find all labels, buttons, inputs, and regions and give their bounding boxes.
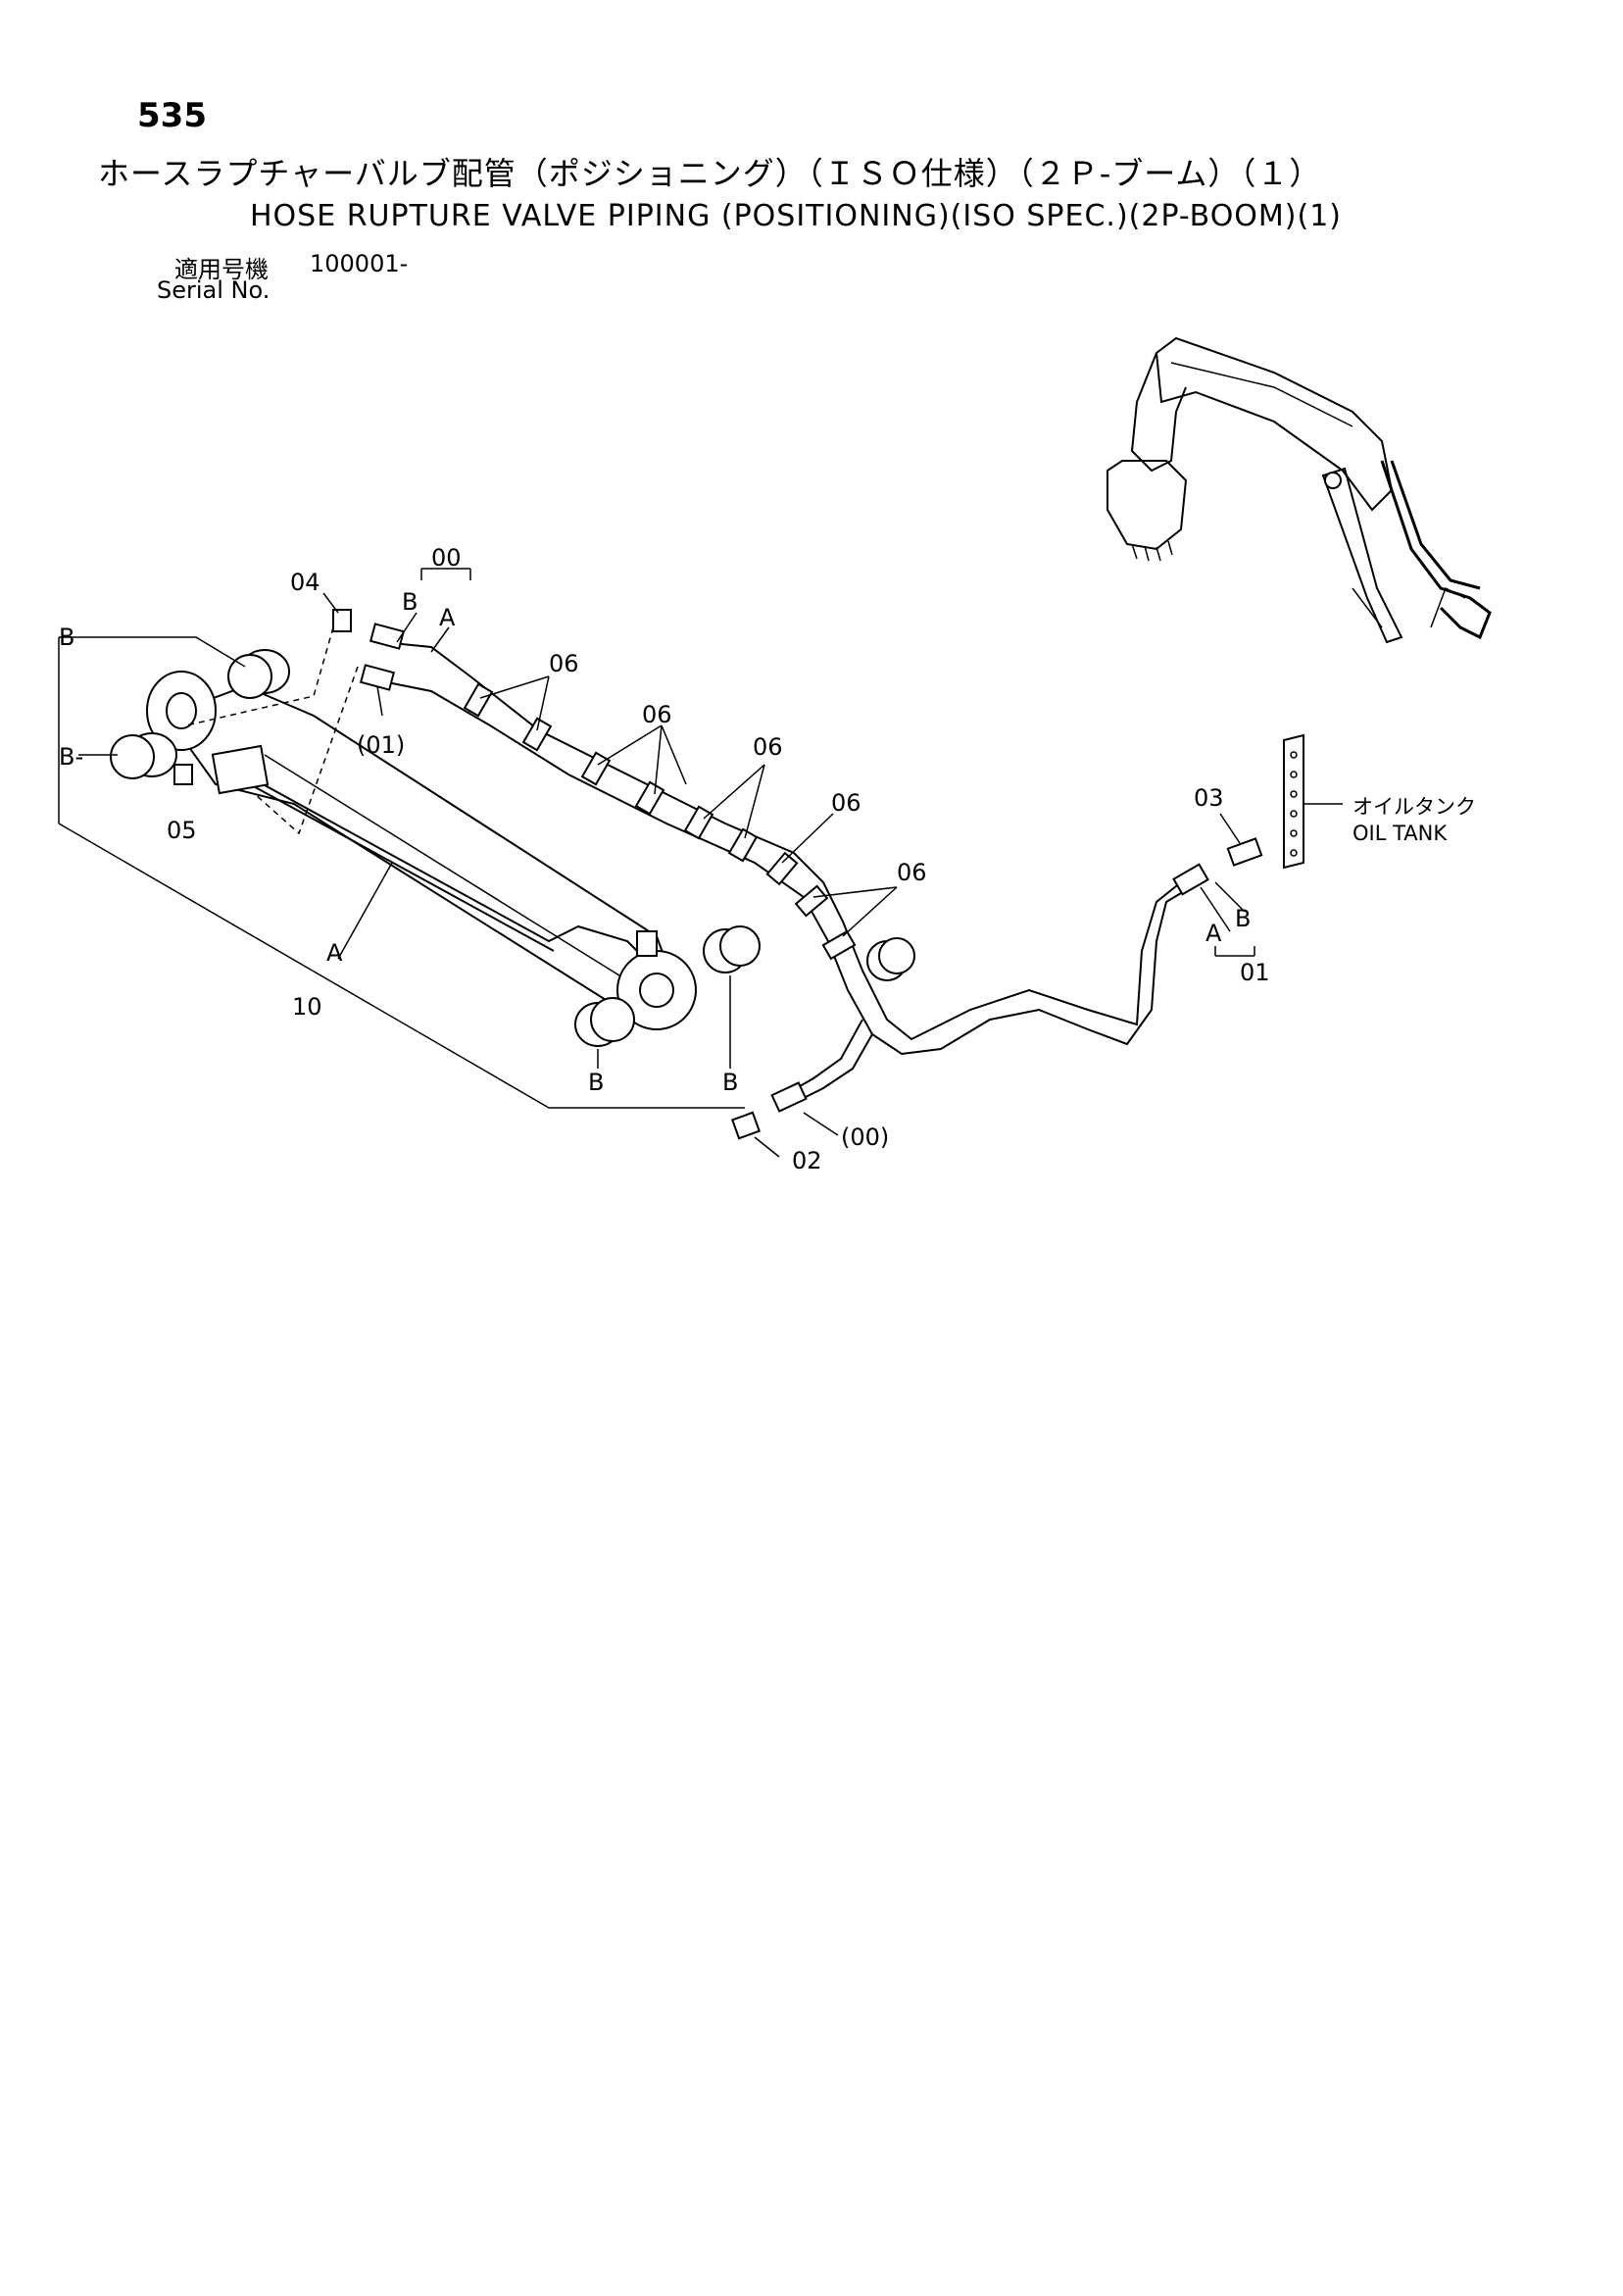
label-b-bottom-right: B (722, 1069, 738, 1096)
label-b-upper: B (402, 588, 418, 616)
fitting-05 (173, 764, 193, 785)
label-06-c: 06 (753, 733, 783, 761)
serial-label-japanese: 適用号機 (174, 256, 269, 283)
bushings (110, 649, 915, 1047)
title-english: HOSE RUPTURE VALVE PIPING (POSITIONING)(… (250, 199, 1343, 233)
excavator-overview-illustration (1107, 336, 1492, 644)
serial-label-english: Serial No. (157, 276, 270, 304)
page-number: 535 (137, 96, 207, 135)
boom-cylinder-assembly (146, 671, 697, 1030)
oil-tank-plate (1283, 733, 1343, 870)
label-oil-tank-en: OIL TANK (1352, 822, 1448, 845)
label-00: 00 (431, 544, 462, 572)
fitting-03 (1226, 837, 1263, 867)
label-b-left-mid: B- (59, 743, 83, 771)
label-01-paren: (01) (357, 731, 405, 759)
label-06-a: 06 (549, 650, 579, 677)
label-06-d: 06 (831, 789, 861, 817)
label-06-b: 06 (642, 701, 672, 728)
fitting-04 (332, 609, 352, 632)
label-05: 05 (167, 817, 197, 844)
label-a-cylinder: A (326, 939, 343, 967)
title-japanese: ホースラプチャーバルブ配管（ポジショニング）（ＩＳＯ仕様）（２Ｐ-ブーム）（１） (98, 155, 1322, 192)
label-b-left-top: B (59, 624, 74, 651)
leader-lines (58, 568, 1255, 1158)
fitting-02 (730, 1111, 762, 1140)
serial-number-value: 100001- (310, 250, 409, 277)
label-01: 01 (1240, 959, 1270, 986)
label-b-bottom-left: B (588, 1069, 604, 1096)
hose-routing (359, 623, 1209, 1113)
label-b-right: B (1235, 905, 1251, 932)
label-00-paren: (00) (841, 1123, 889, 1151)
label-10: 10 (292, 993, 322, 1021)
callout-labels: 04 00 B A (01) B B- 05 06 06 06 06 06 A … (59, 544, 1476, 1174)
label-03: 03 (1194, 784, 1224, 812)
label-06-e: 06 (897, 859, 927, 886)
fittings (173, 609, 1263, 1140)
label-a-right: A (1205, 920, 1222, 947)
label-02: 02 (792, 1147, 822, 1174)
label-a-upper: A (439, 604, 456, 631)
label-04: 04 (290, 569, 320, 596)
label-oil-tank-jp: オイルタンク (1352, 795, 1476, 819)
